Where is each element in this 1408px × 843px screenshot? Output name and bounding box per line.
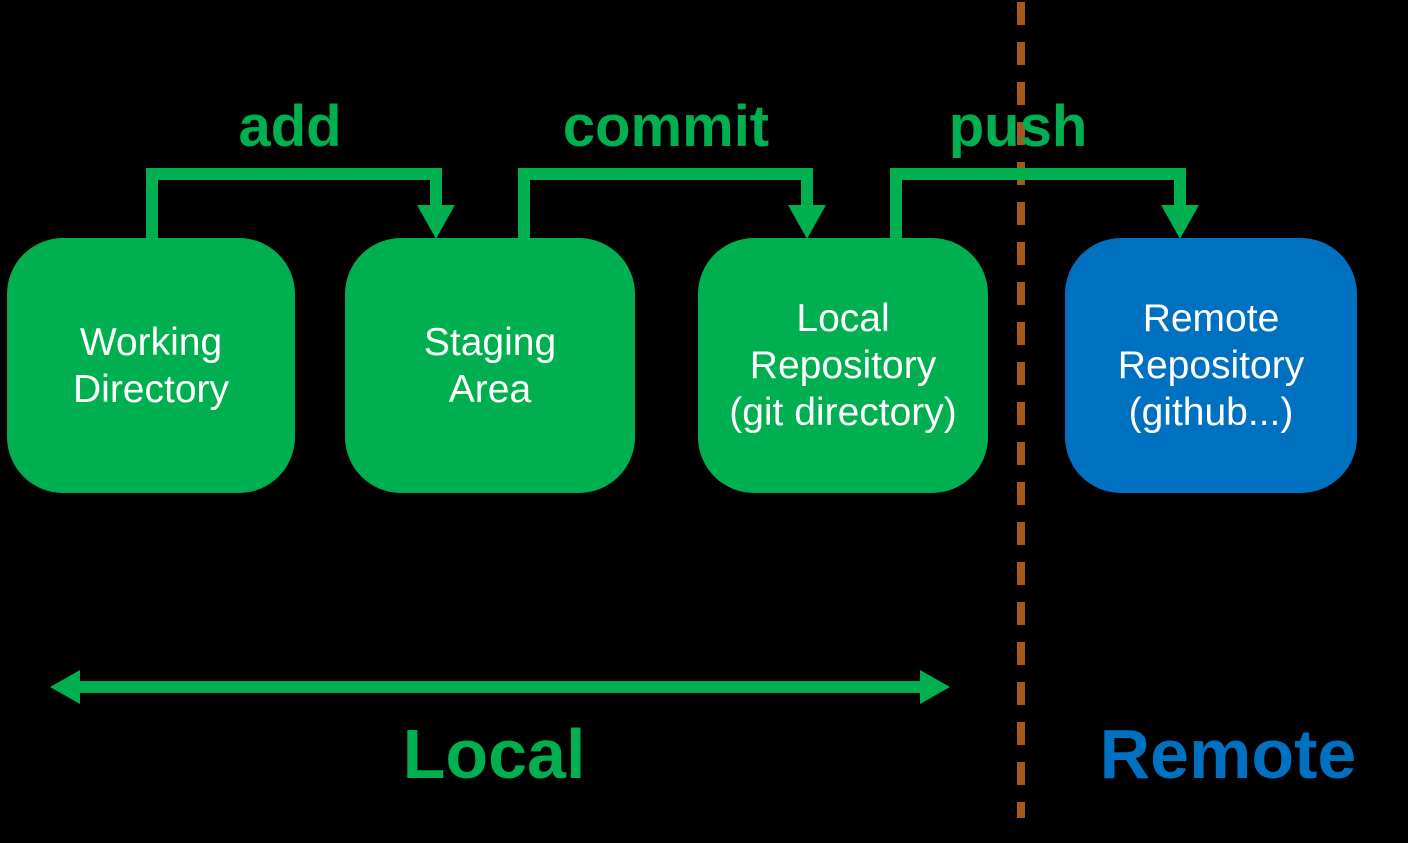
node-label: Working Directory: [73, 319, 229, 413]
node-label-line: Staging: [423, 320, 557, 364]
node-label-line: Area: [448, 367, 532, 411]
node-label-line: Local: [796, 297, 890, 340]
push-arrow: [890, 168, 1199, 239]
left-arrowhead-icon: [50, 670, 80, 704]
add-arrow: [146, 168, 455, 239]
commit-arrow: [518, 168, 826, 239]
push-label: push: [948, 94, 1088, 159]
add-arrowhead-icon: [417, 205, 455, 239]
node-label: Staging Area: [424, 319, 556, 413]
right-arrowhead-icon: [920, 670, 950, 704]
node-local-repository: Local Repository (git directory): [698, 238, 988, 493]
add-label: add: [238, 94, 342, 159]
local-region-label: Local: [402, 715, 586, 793]
node-label-line: Repository: [749, 344, 937, 387]
node-remote-repository: Remote Repository (github...): [1065, 238, 1357, 493]
node-label-line: (github...): [1128, 391, 1294, 434]
node-label-line: Directory: [72, 367, 230, 411]
node-label-line: Remote: [1142, 297, 1280, 340]
commit-arrowhead-icon: [788, 205, 826, 239]
push-arrowhead-icon: [1161, 205, 1199, 239]
node-label: Remote Repository (github...): [1118, 295, 1304, 436]
node-label: Local Repository (git directory): [729, 295, 957, 436]
node-label-line: Working: [79, 320, 223, 364]
commit-label: commit: [562, 94, 770, 159]
node-label-line: (git directory): [729, 391, 957, 434]
node-staging-area: Staging Area: [345, 238, 635, 493]
remote-region-label: Remote: [1099, 715, 1357, 793]
local-scope-double-arrow: [50, 670, 950, 704]
node-working-directory: Working Directory: [7, 238, 295, 493]
node-label-line: Repository: [1117, 344, 1305, 387]
